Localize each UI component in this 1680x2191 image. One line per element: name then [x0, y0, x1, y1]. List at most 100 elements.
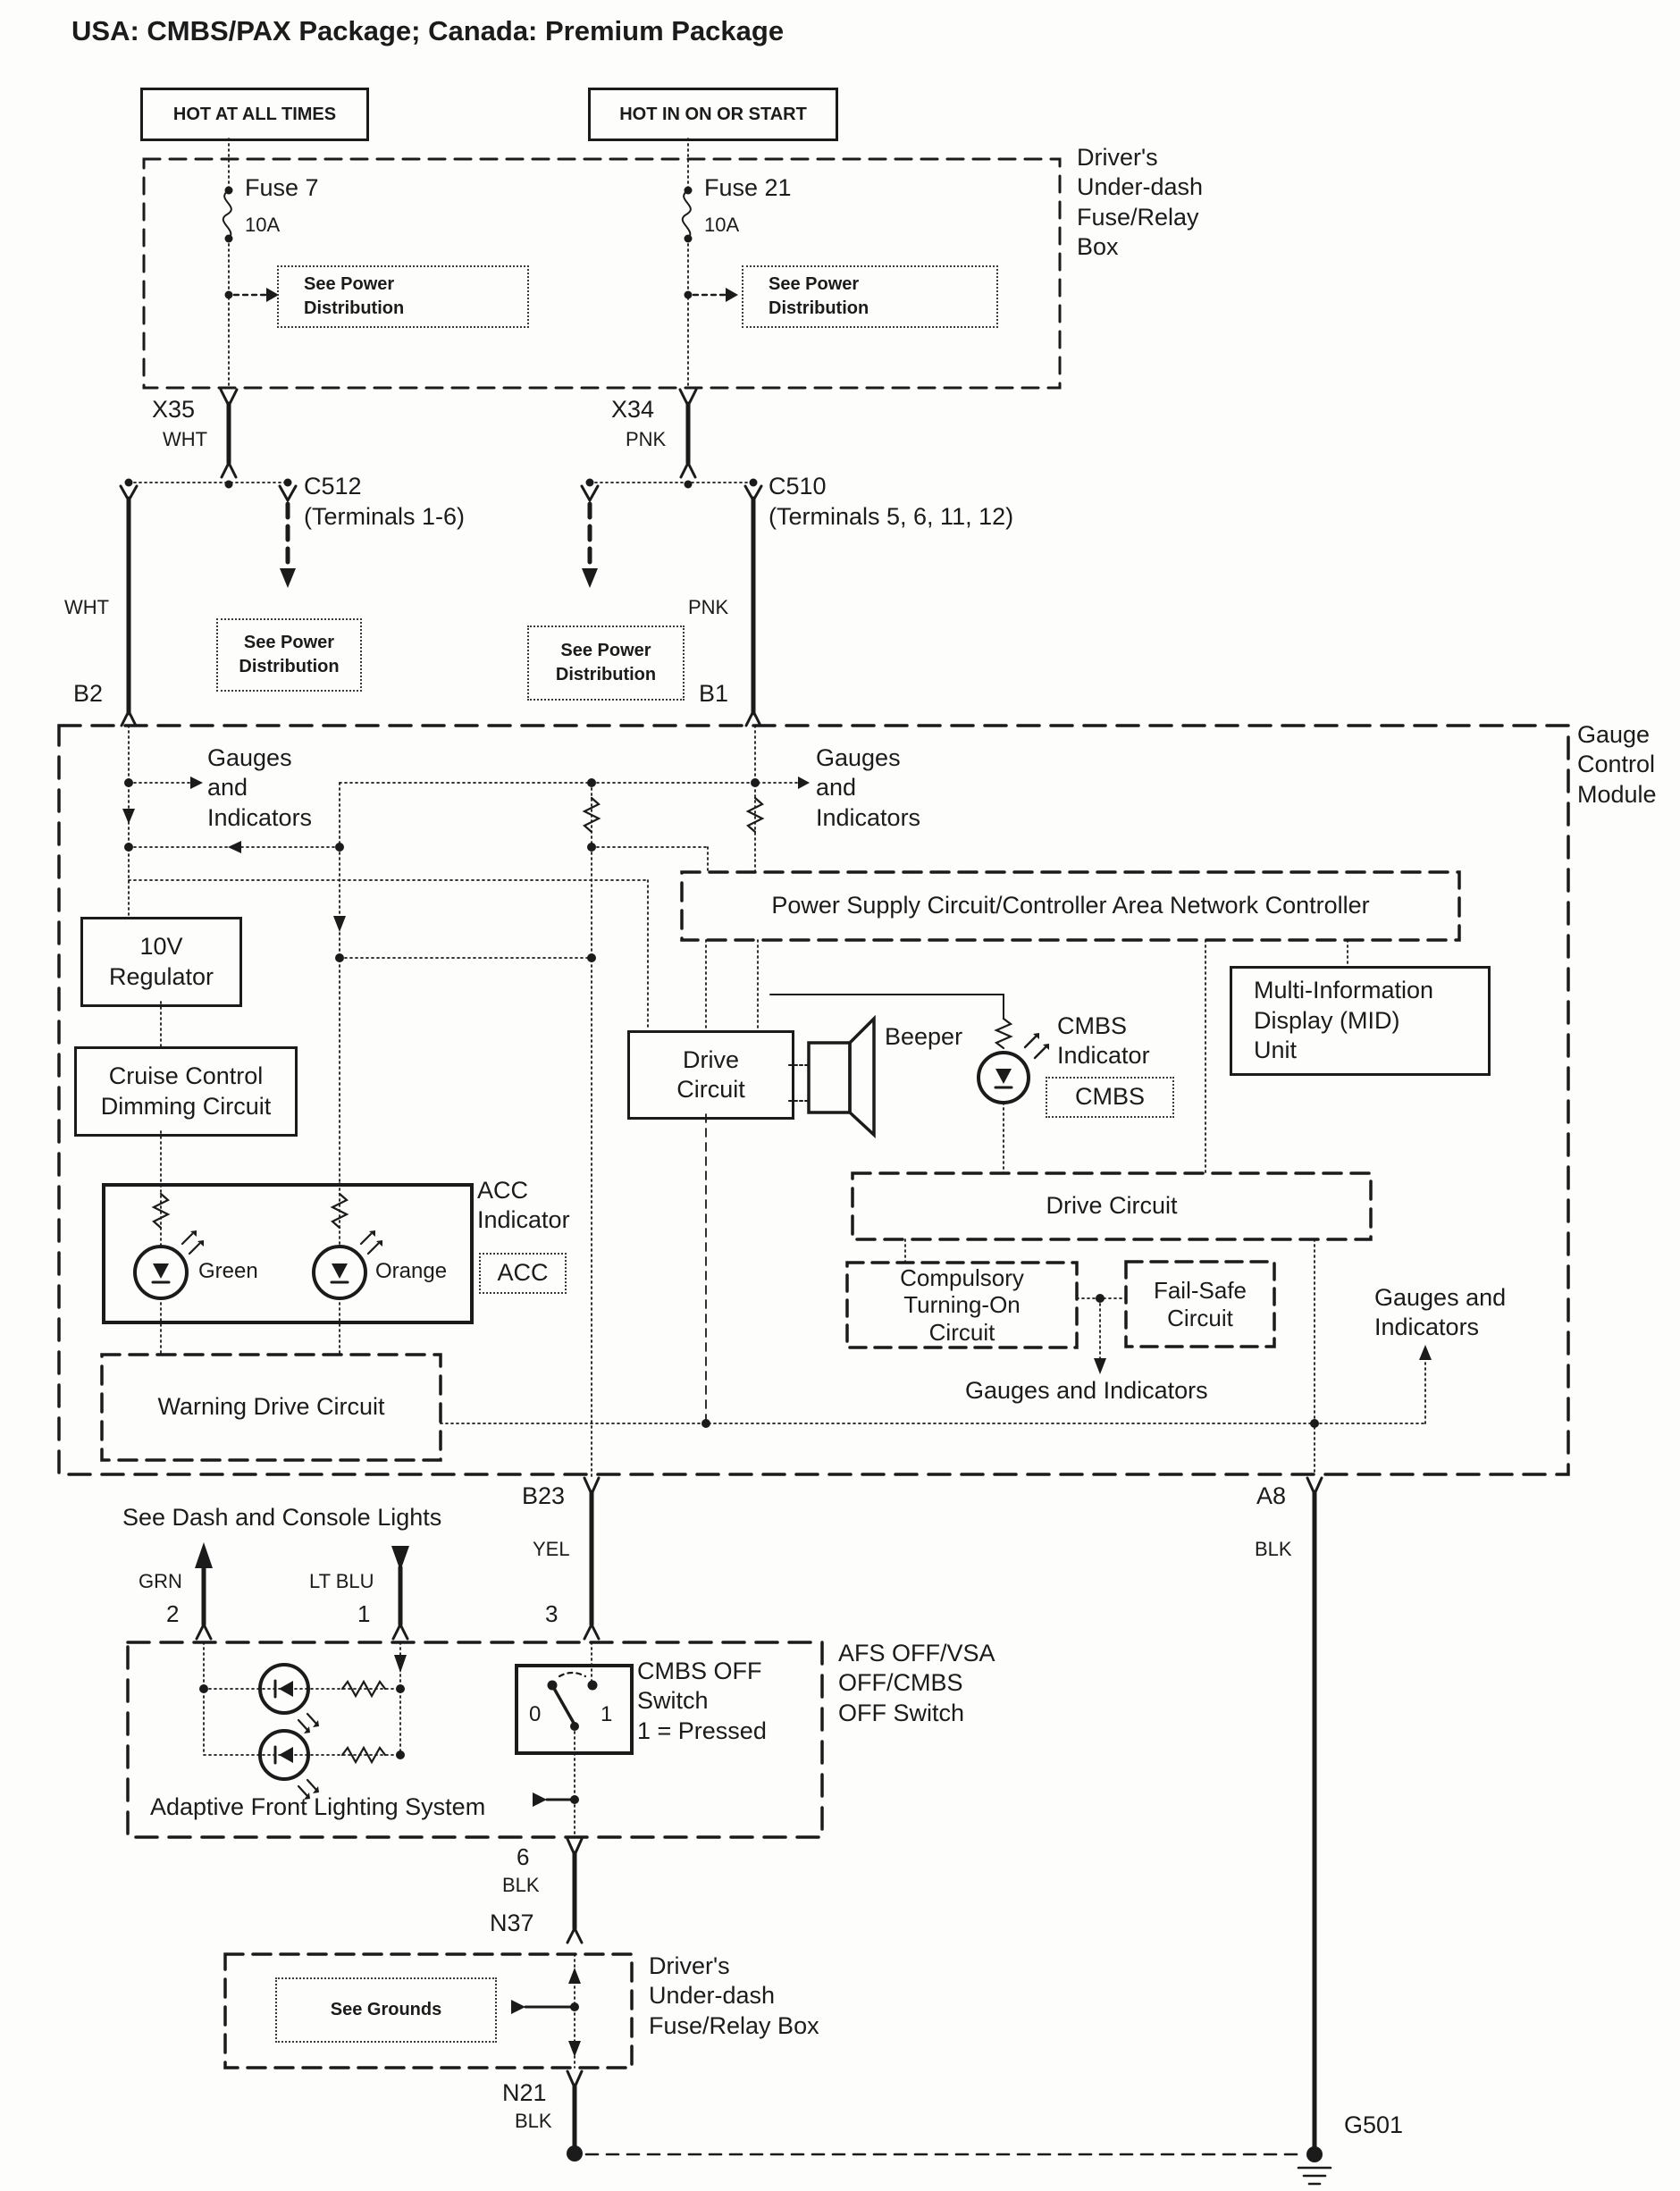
fuse21-symbol: [681, 138, 738, 389]
fuse21-label: Fuse 21: [704, 174, 792, 201]
grounds-box-outline: [223, 1952, 634, 2069]
blk-wire-to-g501: [566, 2069, 1305, 2162]
beeper-speaker: [788, 1014, 876, 1139]
drive-wide-links: [440, 1238, 1426, 1475]
n21-label: N21: [502, 2079, 547, 2106]
wht-label-2: WHT: [64, 596, 110, 618]
fail-safe-box-outline: [1124, 1260, 1276, 1348]
yel-label: YEL: [533, 1538, 570, 1560]
drive-box-tail: [701, 1113, 710, 1428]
b23-yel-wire: [583, 1476, 601, 1641]
acc-orange-led: [312, 1230, 382, 1300]
fail-safe-box: Fail-Safe Circuit: [1153, 1277, 1247, 1331]
cmbs-led-feed: [769, 994, 1013, 1174]
orange-led-label: Orange: [375, 1259, 448, 1283]
see-power-distribution-2: See Power Distribution: [742, 265, 998, 328]
afs-led-markers: [199, 1655, 407, 1759]
grn-arrow-wire: [195, 1542, 213, 1641]
grounds-box-wiring: [511, 1953, 581, 2069]
blk-label-1: BLK: [1255, 1538, 1292, 1560]
fuse7-label: Fuse 7: [245, 174, 319, 201]
gauges-indicators-left: Gauges and Indicators: [207, 744, 313, 831]
module-top-net: [339, 725, 799, 1477]
beeper-label: Beeper: [885, 1023, 963, 1050]
module-left-net: [128, 725, 649, 1184]
underdash-fusebox-label: Driver's Under-dash Fuse/Relay Box: [1077, 144, 1204, 261]
branch-to-see-power: [580, 484, 600, 588]
afs-led-2: [258, 1729, 319, 1800]
b2-label: B2: [73, 680, 104, 707]
power-supply-box: Power Supply Circuit/Controller Area Net…: [771, 892, 1370, 919]
cmbs-off-switch-label: CMBS OFF Switch 1 = Pressed: [637, 1658, 767, 1744]
gauge-control-module-outline: [57, 724, 1570, 1476]
b1-label: B1: [699, 680, 729, 707]
a8-label: A8: [1256, 1482, 1287, 1509]
compulsory-box-outline: [845, 1261, 1079, 1349]
afs-led-wiring: [203, 1641, 592, 1756]
see-dash-console-label: See Dash and Console Lights: [122, 1504, 442, 1531]
compulsory-box: Compulsory Turning-On Circuit: [900, 1264, 1024, 1346]
x35-label: X35: [152, 396, 196, 423]
x34-label: X34: [611, 396, 655, 423]
c512-connector: [278, 484, 298, 588]
c510-label: C510: [769, 473, 827, 499]
fuse7-rating: 10A: [245, 214, 281, 236]
acc-indicator-enclosure: [102, 1183, 474, 1324]
gauge-control-module-label: Gauge Control Module: [1577, 721, 1657, 808]
c510-terminals: (Terminals 5, 6, 11, 12): [769, 503, 1014, 530]
c512-terminals: (Terminals 1-6): [304, 503, 466, 530]
acc-indicator-label: ACC Indicator: [477, 1177, 570, 1234]
acc-resistors: [151, 1192, 349, 1230]
green-led-label: Green: [198, 1259, 258, 1283]
a8-blk-wire: [1297, 1476, 1332, 2186]
afs-vsa-switch-label: AFS OFF/VSA OFF/CMBS OFF Switch: [838, 1640, 995, 1726]
afs-resistors: [340, 1679, 387, 1765]
pnk-wire-to-b1: [743, 484, 763, 727]
see-power-distribution-4: See Power Distribution: [527, 625, 685, 701]
hot-in-on-or-start-box: HOT IN ON OR START: [588, 88, 838, 141]
power-supply-feeds: [705, 939, 1348, 1174]
hot-at-all-times-box: HOT AT ALL TIMES: [140, 88, 369, 141]
gauges-indicators-right: Gauges and Indicators: [1374, 1284, 1507, 1341]
acc-green-led: [133, 1230, 204, 1300]
underdash-fusebox-outline: [142, 157, 1062, 390]
gauges-indicators-bottom: Gauges and Indicators: [965, 1377, 1208, 1404]
blk-label-3: BLK: [515, 2110, 552, 2132]
gauges-indicators-mid: Gauges and Indicators: [816, 744, 921, 831]
fuse7-symbol: [222, 138, 279, 389]
grn-label: GRN: [139, 1570, 182, 1592]
acc-tag-box: ACC: [479, 1253, 567, 1294]
x34-connector: [678, 388, 698, 489]
cmbs-indicator-led: [977, 1033, 1049, 1104]
underdash-fusebox-label-2: Driver's Under-dash Fuse/Relay Box: [649, 1952, 819, 2039]
left-junction-row: [124, 478, 292, 487]
pnk-label-1: PNK: [626, 428, 667, 450]
module-left-markers: [122, 777, 596, 962]
page-title: USA: CMBS/PAX Package; Canada: Premium P…: [71, 15, 785, 46]
g501-label: G501: [1344, 2111, 1404, 2138]
warning-drive-box-outline: [100, 1353, 442, 1462]
see-power-distribution-3: See Power Distribution: [216, 618, 362, 692]
terminal-1: 1: [357, 1600, 371, 1627]
warning-drive-box: Warning Drive Circuit: [157, 1393, 385, 1421]
ltblu-label: LT BLU: [309, 1570, 374, 1592]
regulator-box: 10V Regulator: [80, 917, 242, 1007]
terminal-3: 3: [545, 1600, 559, 1627]
wht-wire-to-b2: [119, 484, 139, 727]
adaptive-front-lighting-label: Adaptive Front Lighting System: [150, 1793, 486, 1820]
drive-wide-markers: [1094, 1294, 1432, 1428]
cmbs-off-switch-square: [515, 1664, 634, 1755]
wht-label-1: WHT: [163, 428, 208, 450]
see-power-distribution-1: See Power Distribution: [277, 265, 529, 328]
cmbs-indicator-label: CMBS Indicator: [1057, 1012, 1150, 1070]
c512-label: C512: [304, 473, 362, 499]
blk-wire-to-n37: [566, 1837, 584, 1944]
ltblu-arrow-wire: [391, 1546, 409, 1641]
power-supply-box-outline: [680, 870, 1461, 942]
right-junction-row: [585, 478, 758, 487]
x35-connector: [219, 388, 239, 489]
switch-pos-0: 0: [529, 1702, 542, 1726]
fuse21-rating: 10A: [704, 214, 740, 236]
